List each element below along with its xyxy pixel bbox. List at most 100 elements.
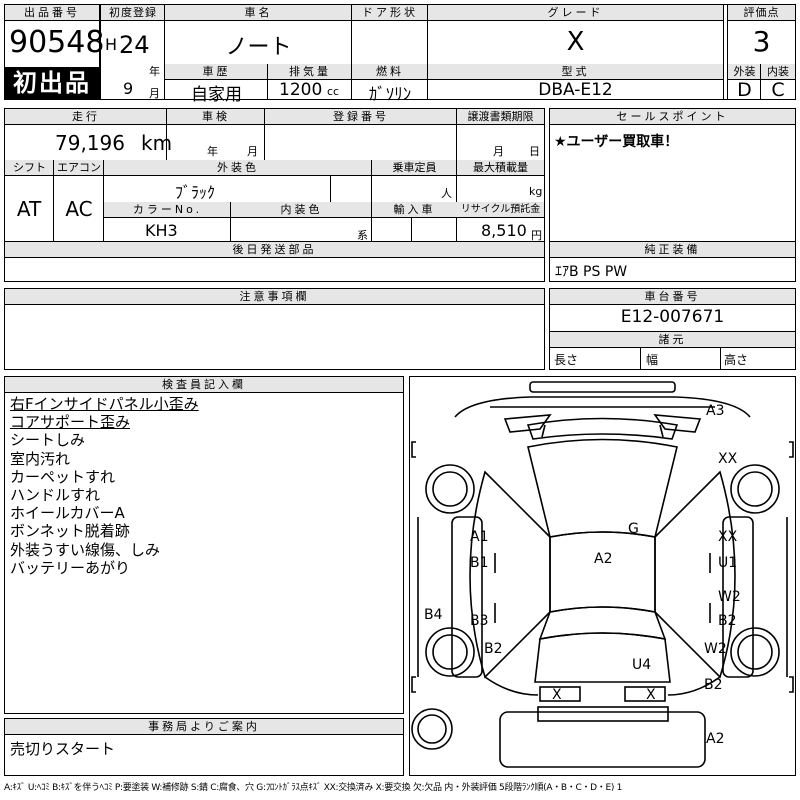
notes-box: 注意事項欄 [4,288,545,370]
inspector-line: 外装うすい線傷、しみ [10,540,161,559]
front-body-outline [454,396,751,418]
inspector-label: 検査員記入欄 [5,377,403,393]
mark-right-rear-door-1: W2 [718,589,741,605]
ac-label: エアコン [54,160,104,176]
grade-label: グレード [428,5,723,21]
mark-right-rear-fender: W2 [704,641,727,657]
reg-month: 9 [123,79,134,98]
history-label: 車歴 [165,64,268,80]
notes-label: 注意事項欄 [5,289,544,305]
color-label: 外装色 [104,160,372,176]
inspector-line: 右Fインサイドパネル小歪み [10,395,199,413]
rear-window [538,606,667,641]
mark-rear-lamp-left: X [552,687,562,703]
first-reg-label: 初度登録 [101,5,165,21]
displacement-unit: cc [327,85,340,98]
recycle-fee: 8,510 [481,221,527,240]
car-diagram-drawing: A3 XX G A2 A1 B1 B3 B4 B2 XX U1 W2 B2 W2… [411,381,794,768]
fuel: ｶﾞｿﾘﾝ [368,85,412,105]
lot-number-label: 出品番号 [5,5,99,21]
reg-year: 24 [119,31,150,59]
mileage: 79,196 [55,131,125,155]
interior-label: 内装 [761,64,795,80]
inspection-label: 車検 [167,109,265,125]
inspector-line: コアサポート歪み [10,413,131,432]
cabin-outline [469,470,551,679]
mark-left-front-door-2: B1 [470,555,489,571]
first-listing-badge: 初出品 [5,67,99,99]
mark-right-front-door-2: U1 [718,555,737,571]
mark-rear-lamp-right: X [646,687,656,703]
mark-left-front-door-1: A1 [470,529,488,545]
color-no-label: カラーNo. [104,202,231,218]
max-load-label: 最大積載量 [457,160,544,176]
shift: AT [16,197,42,221]
inspector-line: ボンネット脱着跡 [10,522,130,541]
mark-left-rocker: B4 [424,607,443,623]
later-parts-label: 後日発送部品 [5,242,544,258]
model-code: DBA-E12 [538,80,613,100]
inspector-line: カーペットすれ [10,467,116,486]
rear-lamp-right-box [624,686,666,702]
fuel-label: 燃料 [352,64,428,80]
chassis-box: 車台番号 E12-007671 諸元 長さ 幅 高さ [549,288,796,370]
height-label: 高さ [724,353,749,367]
width-label: 幅 [646,353,659,367]
mark-right-rear-door-2: B2 [718,613,737,629]
score: 3 [752,25,771,58]
dimensions-label: 諸元 [550,331,795,348]
reg-no-label: 登録番号 [265,109,457,125]
trunk-outline [534,632,671,683]
reg-month-unit: 月 [149,87,160,100]
car-name: ノート [225,35,292,60]
office-box: 事務局よりご案内 売切りスタート [4,718,404,776]
mark-left-rear-fender: B2 [484,641,503,657]
mark-front-bumper: A3 [706,403,724,419]
header-table: 初度登録 車名 ドア形状 グレード 評価点 H 24 年 9 月 ノート X 3… [100,4,796,105]
car-name-label: 車名 [165,5,352,21]
sales-point-box: セールスポイント ★ユーザー買取車！ 純正装備 ｴｱB PS PW [549,108,796,282]
history: 自家用 [191,85,242,105]
left-body-panel [451,516,483,678]
capacity-label: 乗車定員 [372,160,457,176]
rear-lamp-left-box [539,686,581,702]
office-text: 売切りスタート [10,740,116,758]
mark-front-right-fender: XX [718,451,738,467]
wheel-rear-left [425,627,475,677]
ac: AC [65,197,93,221]
inspector-line: バッテリーあがり [10,558,131,577]
headlamp-right [653,414,702,433]
inspector-line: ハンドルすれ [10,486,101,505]
displacement-label: 排気量 [268,64,352,80]
mark-right-quarter: B2 [704,677,723,693]
era: H [105,35,118,54]
mark-rear-bumper: A2 [706,731,724,747]
model-label: 型式 [428,64,723,80]
headlamp-left [503,414,552,433]
office-label: 事務局よりご案内 [5,719,403,735]
mark-left-rear-door: B3 [470,613,489,629]
car-diagram: A3 XX G A2 A1 B1 B3 B4 B2 XX U1 W2 B2 W2… [409,376,796,776]
mileage-unit: km [141,131,173,155]
roof [549,531,656,613]
recycle-label: リサイクル預託金 [457,202,544,218]
displacement: 1200 [279,80,323,100]
legend: A:ｷｽﾞ U:ﾍｺﾐ B:ｷｽﾞを伴うﾍｺﾐ P:要塗装 W:補修跡 S:錆 … [4,783,623,793]
right-body-panel [722,516,754,678]
color-no: KH3 [145,221,178,240]
inspector-lines: 右Fインサイドパネル小歪みコアサポート歪みシートしみ室内汚れカーペットすれハンド… [10,395,199,577]
lot-number: 90548 [9,25,105,60]
transfer-label: 譲渡書類期限 [457,109,544,125]
wheel-rear-right [730,627,780,677]
spec-table: 走行 車検 登録番号 譲渡書類期限 79,196 km 年 月 月 日 シフト … [4,108,545,282]
mark-bonnet: G [628,521,639,537]
mileage-label: 走行 [5,109,167,125]
max-load-unit: kg [529,185,543,198]
shift-label: シフト [5,160,54,176]
capacity-unit: 人 [441,187,452,200]
transfer-day-unit: 日 [529,145,540,158]
score-label: 評価点 [728,5,795,21]
front-bumper-shape [529,381,676,393]
grade: X [566,27,585,57]
spare-wheel [411,708,453,750]
